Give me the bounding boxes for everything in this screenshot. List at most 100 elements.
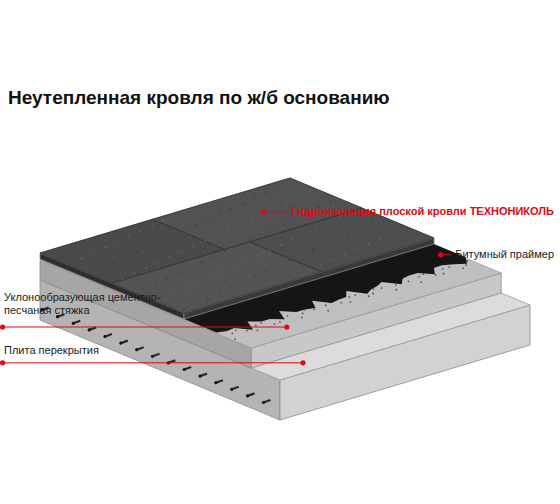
membrane-grain [219, 213, 221, 215]
rebar-end [246, 394, 249, 397]
membrane-grain [122, 278, 124, 280]
membrane-grain [137, 251, 139, 253]
membrane-grain [356, 248, 358, 250]
membrane-grain [189, 266, 191, 268]
membrane-grain [242, 202, 244, 204]
membrane-grain [207, 219, 209, 221]
screed-speck [260, 322, 262, 324]
membrane-grain [148, 246, 150, 248]
leader-line [264, 211, 288, 212]
membrane-grain [327, 222, 329, 224]
membrane-grain [330, 201, 332, 203]
membrane-grain [380, 237, 382, 239]
membrane-grain [254, 276, 256, 278]
membrane-grain [93, 252, 95, 254]
membrane-grain [359, 227, 361, 229]
rebar-end [88, 328, 91, 331]
membrane-grain [371, 222, 373, 224]
screed-speck [443, 273, 445, 275]
callout-label: Плита перекрытия [4, 344, 99, 357]
membrane-grain [207, 298, 209, 300]
screed-speck [465, 264, 467, 266]
membrane-grain [391, 232, 393, 234]
membrane-grain [151, 225, 153, 227]
membrane-grain [195, 224, 197, 226]
membrane-grain [213, 256, 215, 258]
membrane-grain [312, 249, 314, 251]
membrane-grain [315, 228, 317, 230]
membrane-grain [192, 245, 194, 247]
membrane-grain [166, 277, 168, 279]
rebar-end [135, 348, 138, 351]
rebar-end [230, 388, 233, 391]
rebar-end [151, 355, 154, 358]
screed-speck [301, 317, 303, 319]
screed-speck [448, 266, 450, 268]
membrane-grain [178, 272, 180, 274]
membrane-grain [298, 196, 300, 198]
membrane-grain [277, 186, 279, 188]
membrane-grain [292, 239, 294, 241]
membrane-grain [128, 236, 130, 238]
screed-speck [420, 281, 422, 283]
screed-speck [302, 313, 304, 315]
membrane-grain [344, 254, 346, 256]
membrane-grain [324, 243, 326, 245]
membrane-grain [303, 233, 305, 235]
membrane-grain [224, 250, 226, 252]
membrane-grain [116, 241, 118, 243]
screed-speck [232, 333, 234, 335]
membrane-grain [113, 262, 115, 264]
leader-dot [0, 360, 5, 365]
membrane-grain [289, 260, 291, 262]
membrane-grain [175, 293, 177, 295]
membrane-grain [227, 229, 229, 231]
membrane-grain [295, 218, 297, 220]
membrane-grain [236, 245, 238, 247]
rebar-end [262, 401, 265, 404]
membrane-grain [163, 298, 165, 300]
screed-speck [350, 301, 352, 303]
membrane-grain [222, 271, 224, 273]
rebar-end [183, 368, 186, 371]
membrane-grain [230, 287, 232, 289]
membrane-grain [102, 268, 104, 270]
membrane-grain [254, 197, 256, 199]
screed-speck [442, 268, 444, 270]
membrane-grain [169, 256, 171, 258]
membrane-grain [344, 254, 346, 256]
membrane-grain [245, 260, 247, 262]
membrane-grain [271, 228, 273, 230]
callout-label: Уклонообразующая цементно-песчаная стяжк… [4, 291, 169, 317]
membrane-grain [224, 250, 226, 252]
screed-speck [381, 287, 383, 289]
membrane-grain [201, 261, 203, 263]
membrane-grain [265, 271, 267, 273]
membrane-grain [143, 288, 145, 290]
membrane-grain [183, 309, 185, 311]
screed-speck [325, 304, 327, 306]
membrane-grain [181, 251, 183, 253]
callout-label: Гидроизоляция плоской кровли ТЕХНОНИКОЛЬ [291, 205, 554, 218]
membrane-grain [301, 254, 303, 256]
rebar-end [119, 342, 122, 345]
membrane-grain [312, 249, 314, 251]
membrane-grain [347, 233, 349, 235]
membrane-grain [145, 267, 147, 269]
rebar-end [72, 322, 75, 325]
membrane-grain [233, 266, 235, 268]
leader-line [0, 327, 287, 328]
screed-speck [348, 296, 350, 298]
membrane-grain [330, 201, 332, 203]
screed-speck [368, 295, 370, 297]
membrane-grain [140, 230, 142, 232]
membrane-grain [368, 243, 370, 245]
membrane-grain [201, 261, 203, 263]
screed-speck [257, 330, 259, 332]
membrane-grain [280, 244, 282, 246]
screed-speck [246, 330, 248, 332]
membrane-grain [113, 262, 115, 264]
callout-label: Битумный праймер [455, 248, 554, 261]
membrane-grain [260, 234, 262, 236]
membrane-grain [286, 202, 288, 204]
